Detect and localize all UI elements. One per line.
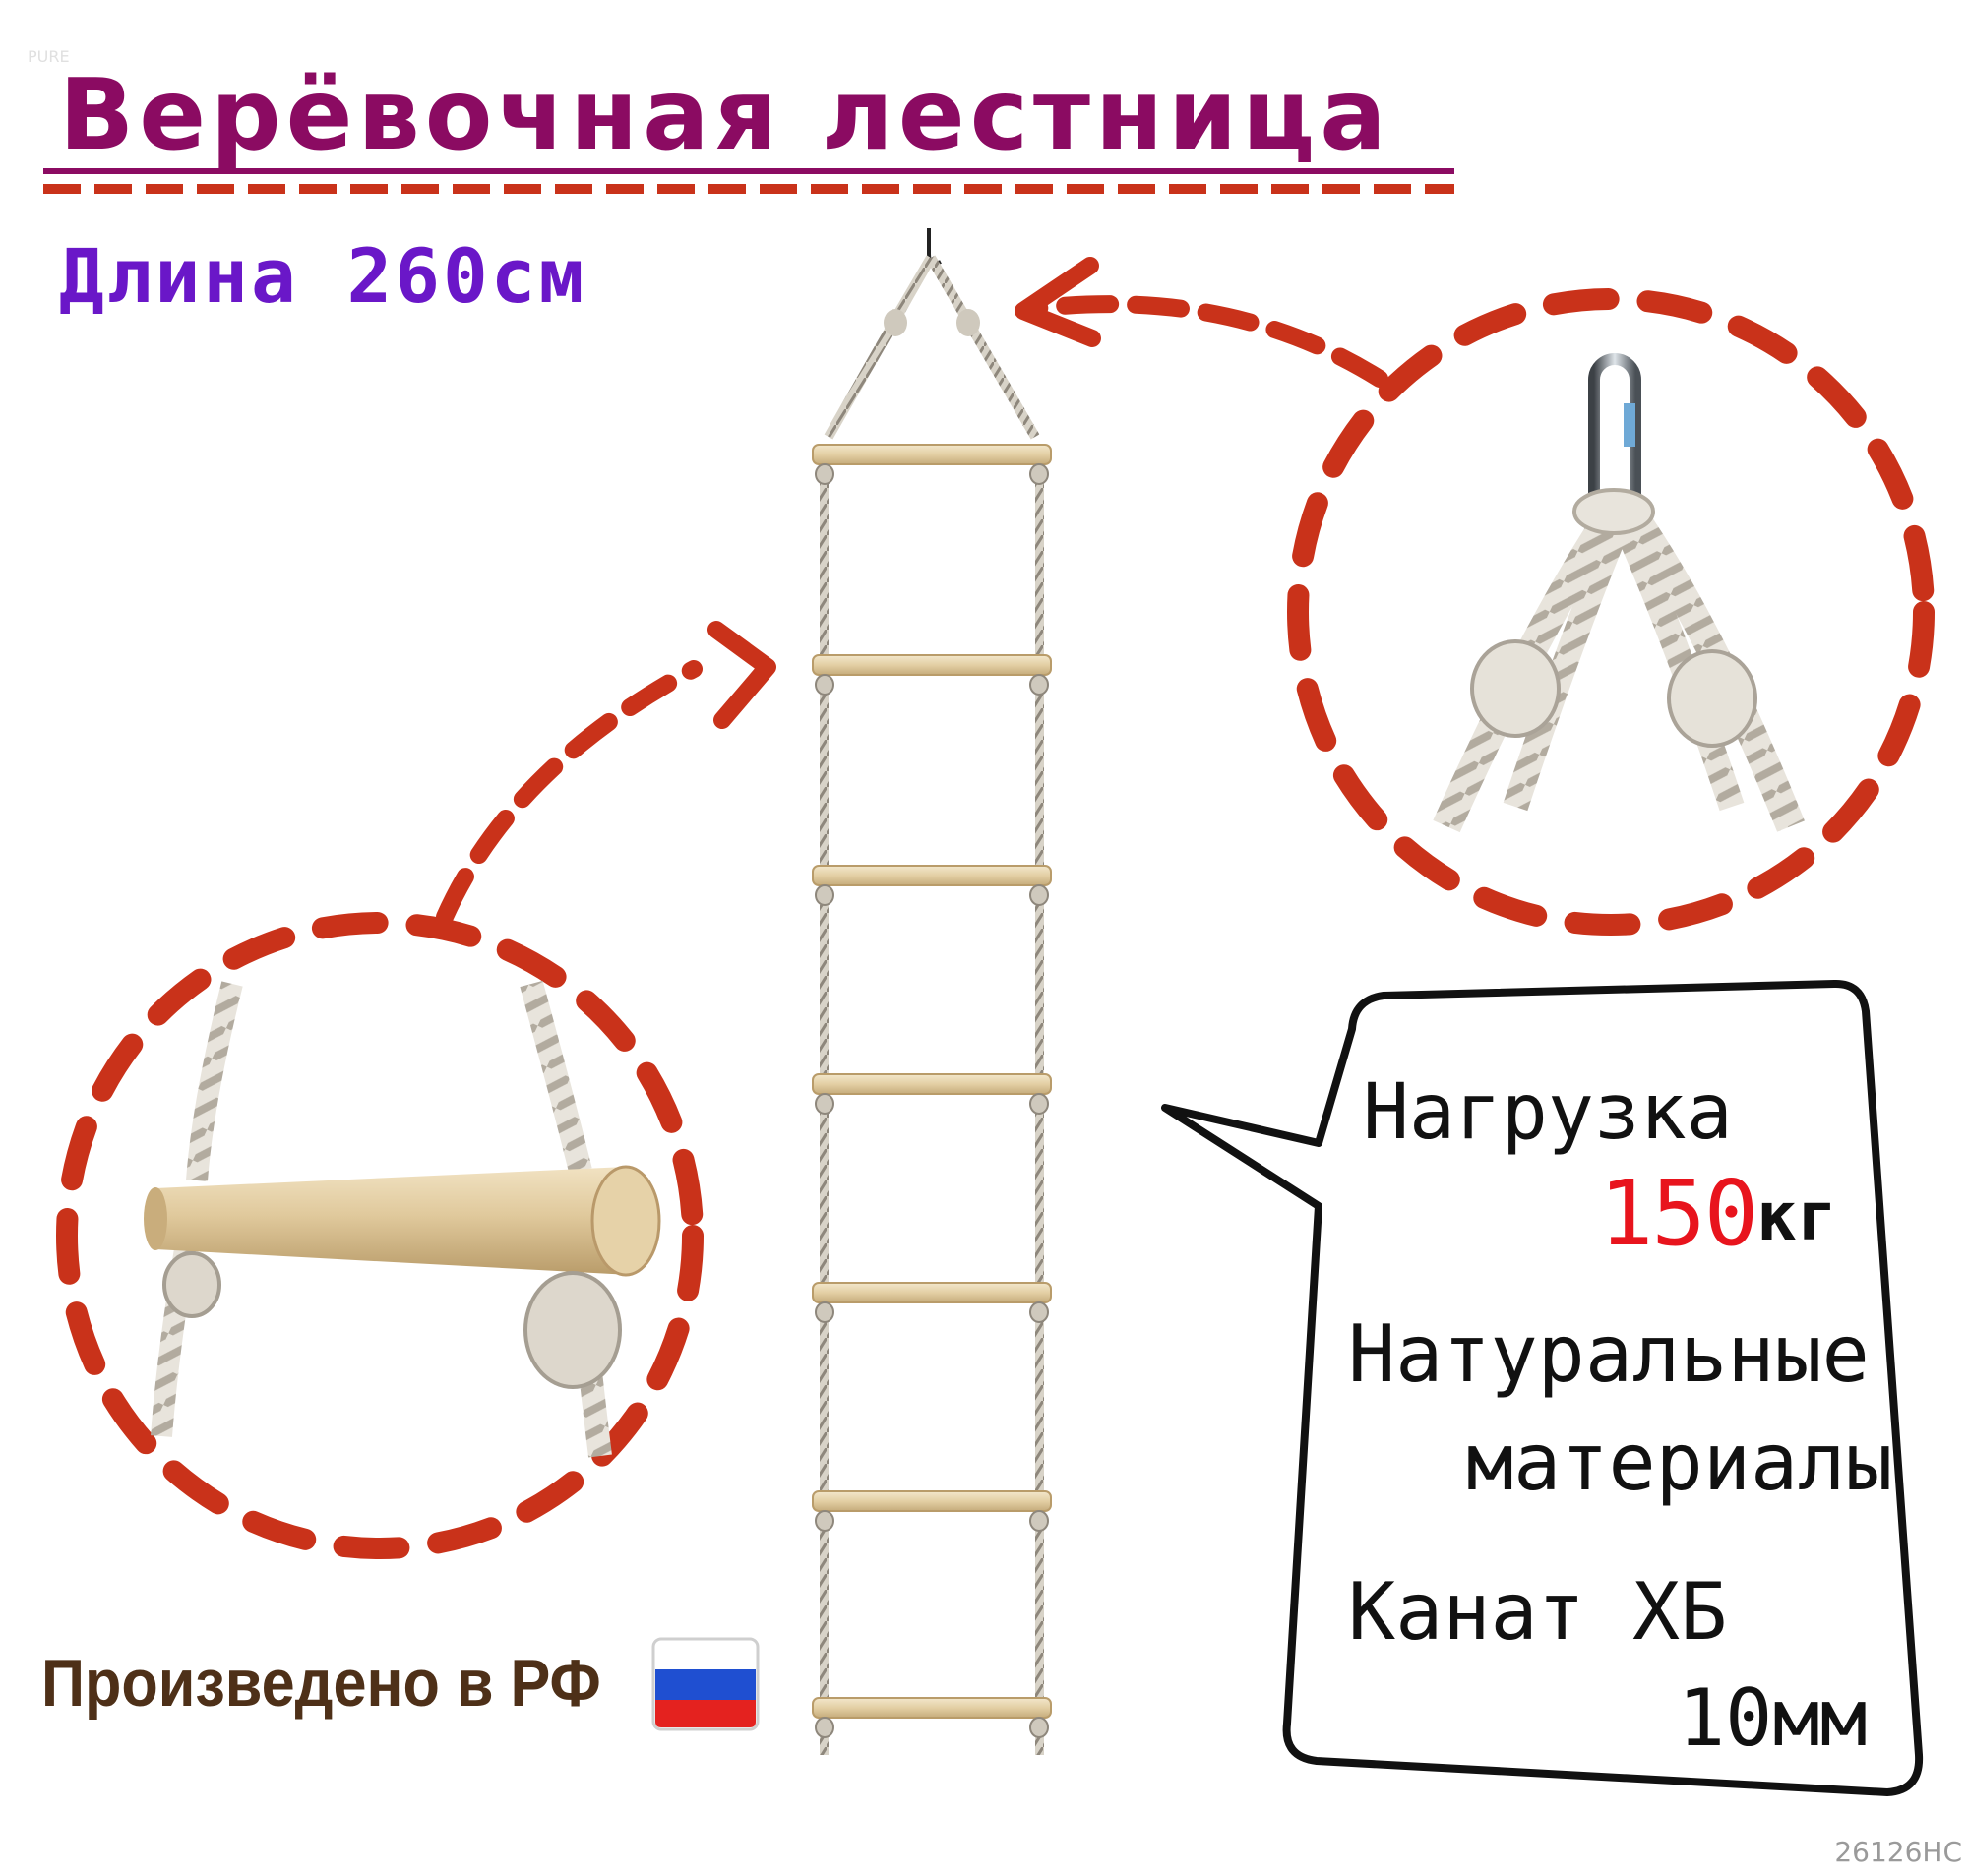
- ladder-rung: [812, 1490, 1052, 1512]
- rope-knot: [1029, 674, 1049, 696]
- load-value: 150: [1599, 1161, 1758, 1266]
- made-in-label: Произведено в РФ: [41, 1646, 601, 1721]
- watermark: PURE: [28, 47, 70, 66]
- rope-knot: [1029, 1717, 1049, 1738]
- rope-knot: [1029, 1510, 1049, 1532]
- rope-line-1: Канат ХБ: [1348, 1566, 1728, 1658]
- load-label: Нагрузка: [1363, 1068, 1733, 1157]
- rope-knot: [815, 1717, 834, 1738]
- rope-knot: [1029, 1301, 1049, 1323]
- rope-knot: [815, 1301, 834, 1323]
- materials-line-1: Натуральные: [1348, 1308, 1870, 1400]
- length-subtitle: Длина 260см: [59, 232, 587, 320]
- load-unit: кг: [1756, 1179, 1837, 1256]
- spec-speech-bubble: [1161, 980, 1924, 1796]
- rope-knot: [815, 1093, 834, 1115]
- rope-ladder: [812, 228, 1052, 1755]
- rope-line-2: 10мм: [1678, 1672, 1868, 1764]
- rope-knot: [1029, 884, 1049, 906]
- ladder-rung: [812, 1697, 1052, 1719]
- carabiner-zoom: [1015, 257, 1935, 936]
- materials-line-2: материалы: [1466, 1417, 1893, 1508]
- rope-knot: [815, 1510, 834, 1532]
- rope-knot: [1029, 1093, 1049, 1115]
- rope-knot: [815, 884, 834, 906]
- page-title: Верёвочная лестница: [59, 57, 1391, 172]
- title-underline: [43, 168, 1454, 194]
- ladder-rung: [812, 654, 1052, 676]
- ladder-rung: [812, 865, 1052, 886]
- rung-zoom: [56, 621, 776, 1559]
- rope-knot: [1029, 463, 1049, 485]
- ladder-rungs: [812, 444, 1052, 1738]
- ladder-rung: [812, 1073, 1052, 1095]
- russia-flag-icon: [651, 1637, 760, 1731]
- rope-knot: [815, 463, 834, 485]
- ladder-rung: [812, 1282, 1052, 1303]
- rope-knot: [815, 674, 834, 696]
- product-code: 26126НС: [1834, 1836, 1962, 1868]
- ladder-rung: [812, 444, 1052, 465]
